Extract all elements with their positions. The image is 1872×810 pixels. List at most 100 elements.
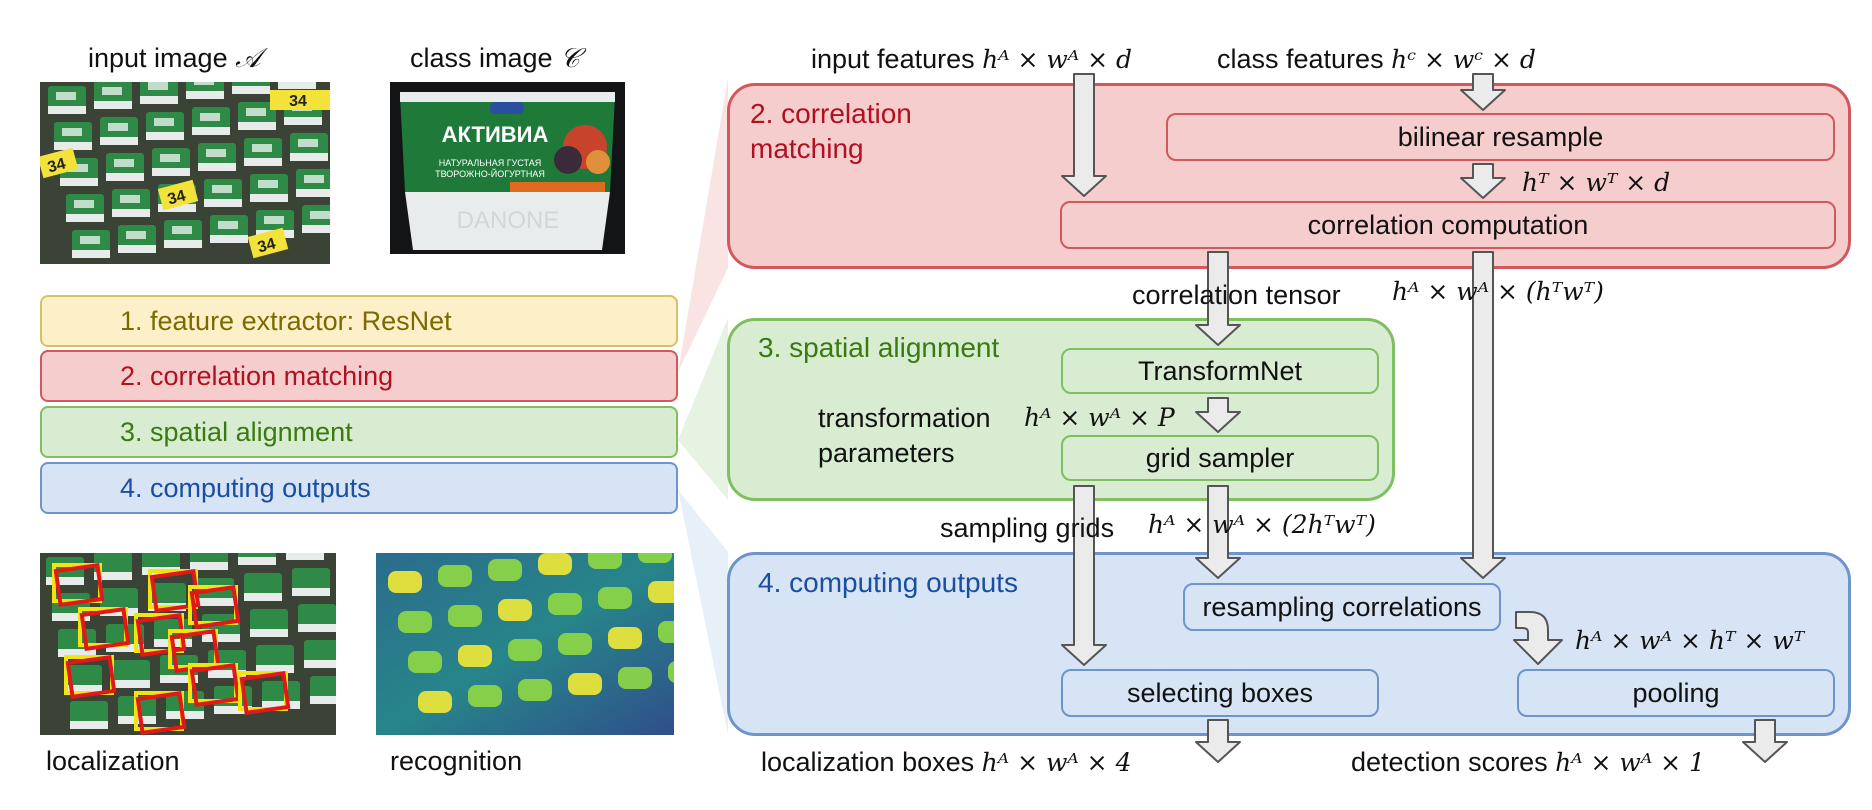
heatmap-cell	[618, 667, 652, 689]
heatmap-cell	[388, 571, 422, 593]
shelf-cup	[292, 568, 330, 596]
product-subtext-2: ТВОРОЖНО-ЙОГУРТНАЯ	[435, 168, 545, 179]
class-image-label: class image 𝒞	[410, 43, 580, 74]
correlation-tensor-dims: hᴬ × wᴬ × (hᵀwᵀ)	[1392, 277, 1604, 306]
resampling-correlations-box: resampling correlations	[1183, 583, 1501, 631]
arrow-selecting-output	[1195, 719, 1241, 763]
detection-scores-dims: hᴬ × wᴬ × 1	[1555, 748, 1705, 777]
shelf-cup	[106, 153, 144, 181]
shelf-cup	[54, 122, 92, 150]
correlation-stage-title: 2. correlation matching	[750, 98, 912, 164]
product-name: АКТИВИА	[442, 122, 549, 147]
shelf-cup	[70, 701, 108, 729]
price-tag-1: 34	[289, 93, 307, 110]
arrow-input-to-correlation	[1061, 73, 1107, 197]
shelf-cup	[94, 553, 132, 580]
shelf-cup	[210, 215, 248, 243]
recognition-label: recognition	[390, 746, 523, 776]
shelf-cup	[140, 82, 178, 104]
detection-scores-label: detection scores hᴬ × wᴬ × 1	[1351, 747, 1705, 777]
shelf-cup	[244, 138, 282, 166]
shelf-cup	[186, 82, 224, 99]
arrow-correlation-tensor-to-resampling	[1460, 251, 1506, 579]
shelf-cup	[238, 102, 276, 130]
arrow-grid-to-resampling	[1195, 485, 1241, 579]
arrow-resampling-to-pooling	[1513, 611, 1563, 665]
heatmap-cell	[598, 587, 632, 609]
heatmap-cell	[468, 685, 502, 707]
product-subtext: НАТУРАЛЬНАЯ ГУСТАЯ	[439, 158, 541, 168]
detection-box-red	[53, 562, 105, 608]
sampling-grids-label: sampling grids	[940, 513, 1115, 543]
product-photo-svg: АКТИВИА НАТУРАЛЬНАЯ ГУСТАЯ ТВОРОЖНО-ЙОГУ…	[390, 82, 625, 254]
shelf-cup	[290, 133, 328, 161]
shelf-cup	[250, 174, 288, 202]
pooling-box: pooling	[1517, 669, 1835, 717]
shelf-cup	[298, 604, 336, 632]
input-image-photo: 34 34 34 34	[40, 82, 330, 264]
arrow-transformnet-to-grid	[1195, 397, 1241, 433]
outputs-stage-title: 4. computing outputs	[758, 567, 1018, 598]
grid-sampler-box: grid sampler	[1061, 435, 1379, 481]
heatmap-cell	[608, 627, 642, 649]
arrow-grid-to-selecting	[1061, 485, 1107, 666]
shelf-cup	[112, 189, 150, 217]
legend-correlation-matching-label: 2. correlation matching	[120, 360, 394, 391]
shelf-cup	[94, 82, 132, 109]
shelf-cup	[118, 225, 156, 253]
shelf-cup	[302, 205, 330, 233]
heatmap-cell	[398, 611, 432, 633]
shelf-cup	[232, 82, 270, 94]
template-dims: hᵀ × wᵀ × d	[1522, 168, 1671, 197]
transformation-label-1: transformation	[818, 403, 991, 433]
class-features-label: class features hᶜ × wᶜ × d	[1217, 44, 1536, 74]
shelf-cup	[238, 553, 276, 565]
detection-box-red	[239, 670, 291, 716]
shelf-cup	[100, 117, 138, 145]
price-tag-2: 34	[46, 155, 68, 176]
detection-box-red	[135, 690, 187, 735]
legend-correlation-matching: 2. correlation matching	[40, 350, 678, 402]
correlation-computation-box: correlation computation	[1060, 201, 1836, 249]
shelf-cup	[286, 553, 324, 560]
shelf-cup	[256, 645, 294, 673]
shelf-cup	[198, 143, 236, 171]
heatmap-cell	[498, 599, 532, 621]
shelf-photo-svg: 34 34 34 34	[40, 82, 330, 264]
heatmap-cell	[568, 673, 602, 695]
shelf-cup	[164, 220, 202, 248]
heatmap-cell	[548, 593, 582, 615]
arrow-class-to-bilinear	[1460, 73, 1506, 111]
transformation-label-2: parameters	[818, 438, 955, 468]
heatmap-cell	[558, 633, 592, 655]
red-connector-wedge	[678, 78, 728, 372]
localization-result-image	[40, 553, 336, 735]
shelf-cup	[192, 107, 230, 135]
detection-box-red	[189, 584, 241, 630]
shelf-cup	[48, 86, 86, 114]
bilinear-resample-box: bilinear resample	[1166, 113, 1835, 161]
shelf-cup	[64, 665, 102, 693]
legend-spatial-alignment-label: 3. spatial alignment	[120, 416, 353, 447]
transformnet-box: TransformNet	[1061, 348, 1379, 394]
class-image-photo: АКТИВИА НАТУРАЛЬНАЯ ГУСТАЯ ТВОРОЖНО-ЙОГУ…	[390, 82, 625, 254]
shelf-cup	[310, 676, 336, 704]
blue-connector-wedge	[678, 490, 728, 735]
heatmap-cell	[518, 679, 552, 701]
detection-box-red	[189, 662, 241, 708]
heatmap-cell	[538, 553, 572, 575]
sampling-grids-dims: hᴬ × wᴬ × (2hᵀwᵀ)	[1148, 510, 1376, 539]
heatmap-cell	[418, 691, 452, 713]
shelf-cup	[152, 148, 190, 176]
localization-boxes-dims: hᴬ × wᴬ × 4	[981, 748, 1132, 777]
heatmap-cell	[638, 553, 672, 563]
localization-photo-svg	[40, 553, 336, 735]
product-brand: DANONE	[457, 207, 560, 234]
localization-label: localization	[46, 746, 180, 776]
shelf-cup	[146, 112, 184, 140]
shelf-cup	[112, 660, 150, 688]
heatmap-cell	[648, 581, 674, 603]
heatmap-cell	[668, 661, 674, 683]
